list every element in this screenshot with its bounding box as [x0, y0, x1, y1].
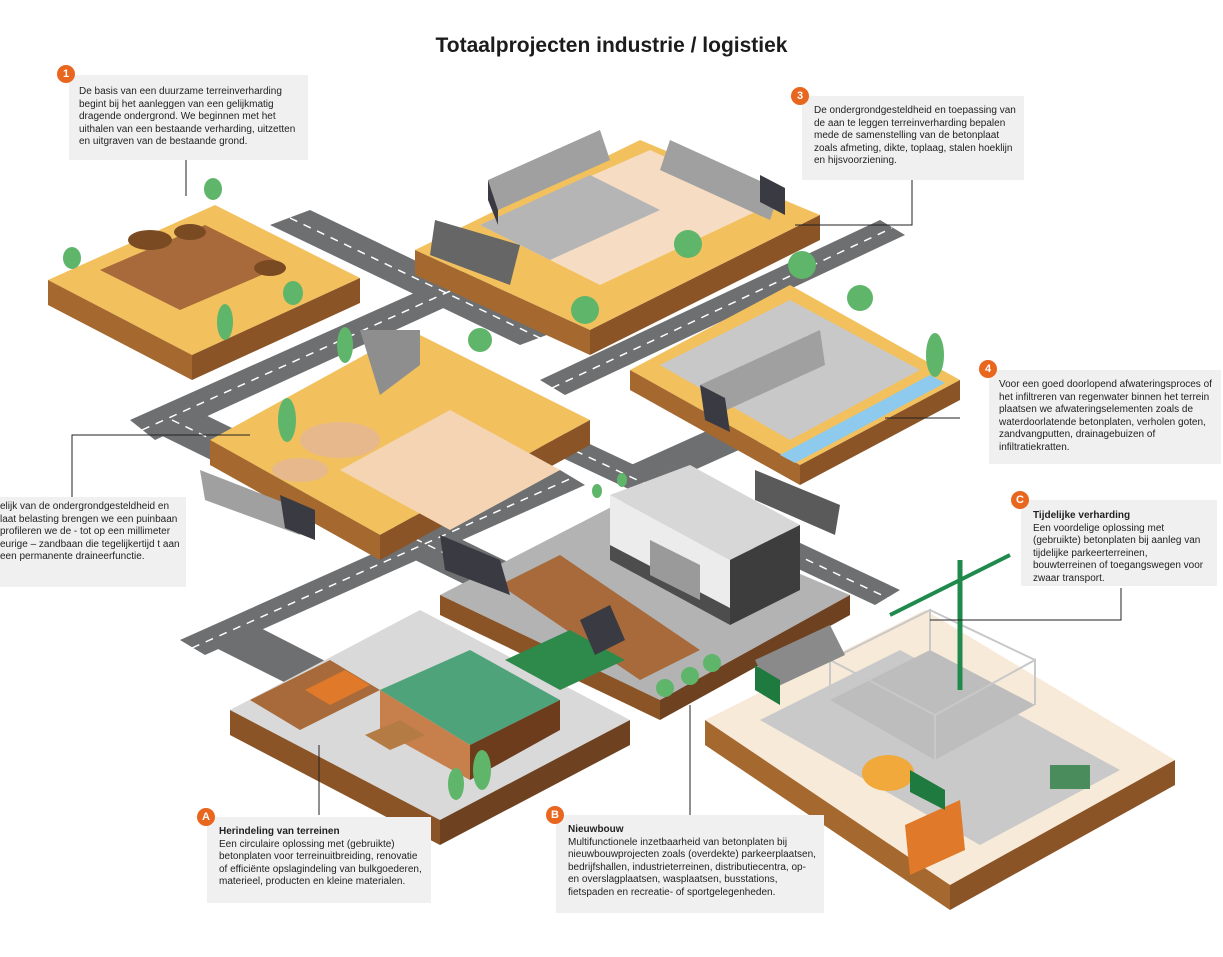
badge-a: A	[197, 808, 215, 826]
callout-2: elijk van de ondergrondgesteldheid en la…	[0, 497, 186, 587]
trees	[63, 178, 944, 800]
callout-4: Voor een goed doorlopend afwateringsproc…	[989, 370, 1221, 464]
leader-lines	[71, 160, 1122, 815]
callout-text: elijk van de ondergrondgesteldheid en la…	[0, 501, 180, 563]
callout-text: Een voordelige oplossing met (gebruikte)…	[1033, 522, 1204, 584]
plot-tijdelijk	[705, 553, 1175, 910]
page-title: Totaalprojecten industrie / logistiek	[435, 34, 788, 57]
vehicles	[200, 130, 945, 810]
callout-text: De ondergrondgesteldheid en toepassing v…	[814, 105, 1016, 167]
callout-heading: Herindeling van terreinen	[219, 826, 340, 837]
callout-heading: Tijdelijke verharding	[1033, 510, 1131, 521]
plot-nieuwbouw	[440, 465, 850, 720]
callout-c: Tijdelijke verharding Een voordelige opl…	[1021, 500, 1217, 586]
callout-text: Multifunctionele inzetbaarheid van beton…	[568, 836, 816, 898]
callout-text: Voor een goed doorlopend afwateringsproc…	[999, 379, 1212, 453]
plot-plates	[415, 140, 820, 355]
plot-herindeling	[230, 610, 630, 845]
badge-1: 1	[57, 65, 75, 83]
callout-text: Een circulaire oplossing met (gebruikte)…	[219, 838, 422, 888]
callout-a: Herindeling van terreinen Een circulaire…	[207, 817, 431, 903]
badge-3: 3	[791, 87, 809, 105]
callout-text: De basis van een duurzame terreinverhard…	[79, 86, 296, 148]
badge-c: C	[1011, 491, 1029, 509]
plot-excavation	[48, 205, 360, 380]
plot-sandbed	[210, 330, 590, 560]
callout-1: De basis van een duurzame terreinverhard…	[69, 75, 308, 160]
badge-b: B	[546, 806, 564, 824]
badge-4: 4	[979, 360, 997, 378]
callout-3: De ondergrondgesteldheid en toepassing v…	[802, 96, 1024, 180]
callout-b: Nieuwbouw Multifunctionele inzetbaarheid…	[556, 815, 824, 913]
callout-heading: Nieuwbouw	[568, 824, 624, 835]
